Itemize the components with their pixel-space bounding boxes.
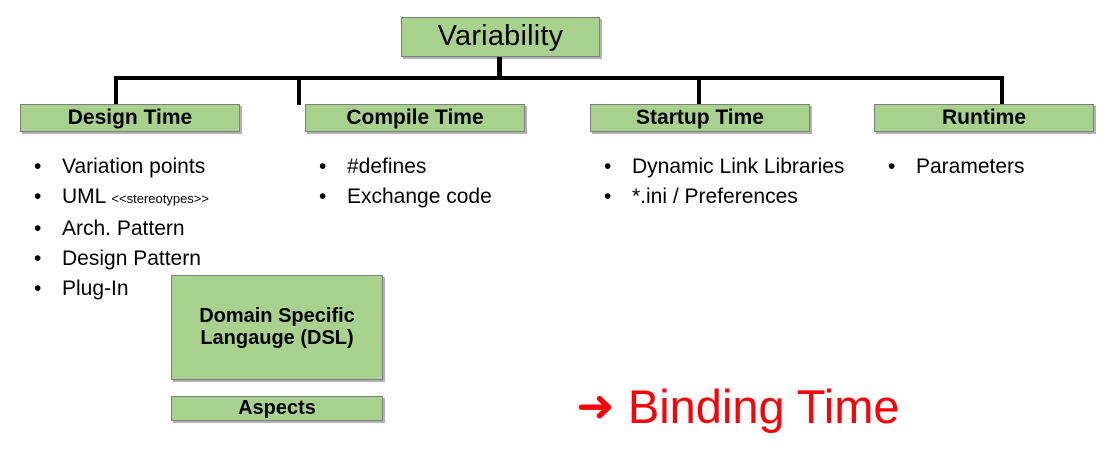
list-item: • Arch. Pattern	[20, 215, 295, 243]
node-variability-label: Variability	[437, 20, 564, 53]
bullet-icon: •	[34, 217, 42, 240]
bullet-icon: •	[34, 155, 42, 178]
bullet-icon: •	[319, 185, 327, 208]
list-item: • Dynamic Link Libraries	[590, 153, 855, 181]
list-item-label: Plug-In	[62, 277, 129, 300]
list-item-label: Variation points	[62, 155, 206, 178]
bullet-icon: •	[34, 277, 42, 300]
list-runtime: • Parameters	[874, 153, 1104, 183]
list-item-label: Design Pattern	[62, 247, 201, 270]
node-aspects-label: Aspects	[238, 396, 316, 419]
node-variability[interactable]: Variability	[401, 17, 600, 57]
list-item: • *.ini / Preferences	[590, 183, 855, 211]
node-design-time-label: Design Time	[67, 105, 193, 129]
list-item-label: Dynamic Link Libraries	[632, 155, 845, 178]
list-item: • Parameters	[874, 153, 1104, 181]
list-item: • #defines	[305, 153, 555, 181]
list-item: • Exchange code	[305, 183, 555, 211]
bullet-icon: •	[34, 185, 42, 208]
list-item: • Plug-In	[20, 275, 295, 303]
list-item-label: Arch. Pattern	[62, 217, 185, 240]
node-compile-time-label: Compile Time	[346, 105, 484, 129]
connector-drop-design-time	[114, 78, 118, 105]
node-runtime-label: Runtime	[942, 105, 1026, 129]
node-compile-time[interactable]: Compile Time	[305, 104, 525, 132]
list-item-label: Exchange code	[347, 185, 492, 208]
node-aspects[interactable]: Aspects	[171, 396, 383, 421]
connector-root-stem	[497, 57, 502, 79]
list-item-label: #defines	[347, 155, 427, 178]
bullet-icon: •	[34, 247, 42, 270]
connector-horizontal-bus	[114, 76, 1004, 80]
list-item-label: *.ini / Preferences	[632, 185, 798, 208]
bullet-icon: •	[604, 155, 612, 178]
list-item-label: Parameters	[916, 155, 1025, 178]
list-item-sublabel: <<stereotypes>>	[111, 191, 209, 206]
bullet-icon: •	[604, 185, 612, 208]
node-design-time[interactable]: Design Time	[20, 104, 240, 132]
callout-binding-time: ➜ Binding Time	[576, 380, 900, 433]
right-arrow-icon: ➜	[576, 380, 615, 432]
list-item: • Variation points	[20, 153, 295, 181]
node-dsl[interactable]: Domain Specific Langauge (DSL)	[171, 275, 383, 380]
list-item: • UML <<stereotypes>>	[20, 183, 295, 213]
list-design-time: • Variation points • UML <<stereotypes>>…	[20, 153, 295, 305]
callout-binding-time-label: Binding Time	[627, 380, 900, 433]
bullet-icon: •	[319, 155, 327, 178]
list-compile-time: • #defines • Exchange code	[305, 153, 555, 213]
node-dsl-label: Domain Specific Langauge (DSL)	[199, 304, 355, 349]
connector-drop-runtime	[1000, 78, 1004, 105]
node-startup-time[interactable]: Startup Time	[590, 104, 810, 132]
list-item-label: UML	[62, 185, 112, 208]
bullet-icon: •	[888, 155, 896, 178]
connector-drop-startup-time	[697, 78, 701, 105]
node-startup-time-label: Startup Time	[636, 105, 764, 129]
node-runtime[interactable]: Runtime	[874, 104, 1094, 132]
list-startup-time: • Dynamic Link Libraries • *.ini / Prefe…	[590, 153, 855, 213]
connector-drop-compile-time	[297, 78, 301, 105]
list-item: • Design Pattern	[20, 245, 295, 273]
